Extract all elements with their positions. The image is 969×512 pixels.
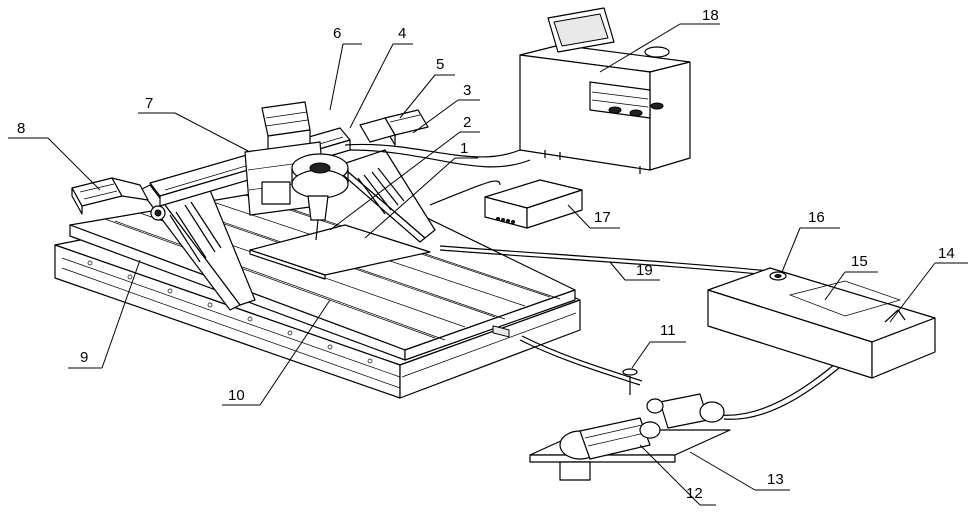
label-7: 7 <box>145 95 153 112</box>
label-9: 9 <box>80 349 88 366</box>
x-axis-stepper-motor <box>360 110 428 145</box>
label-5: 5 <box>436 56 444 73</box>
label-1: 1 <box>460 140 468 157</box>
label-8: 8 <box>17 120 25 137</box>
label-12: 12 <box>686 485 703 502</box>
tank-inlet-port <box>770 272 786 280</box>
label-10: 10 <box>228 387 245 404</box>
label-2: 2 <box>463 114 471 131</box>
label-14: 14 <box>938 245 955 262</box>
label-6: 6 <box>333 25 341 42</box>
label-13: 13 <box>767 471 784 488</box>
coolant-tank <box>708 268 935 378</box>
label-17: 17 <box>594 209 611 226</box>
label-3: 3 <box>463 82 471 99</box>
pump-housing <box>647 394 724 428</box>
pump-inlet-pipe <box>520 336 642 385</box>
label-4: 4 <box>398 25 406 42</box>
label-19: 19 <box>636 262 653 279</box>
label-16: 16 <box>808 209 825 226</box>
label-15: 15 <box>851 253 868 270</box>
label-18: 18 <box>702 7 719 24</box>
label-11: 11 <box>660 322 676 339</box>
pressure-gauge-valve <box>623 369 637 395</box>
y-axis-stepper-motor <box>72 178 148 214</box>
